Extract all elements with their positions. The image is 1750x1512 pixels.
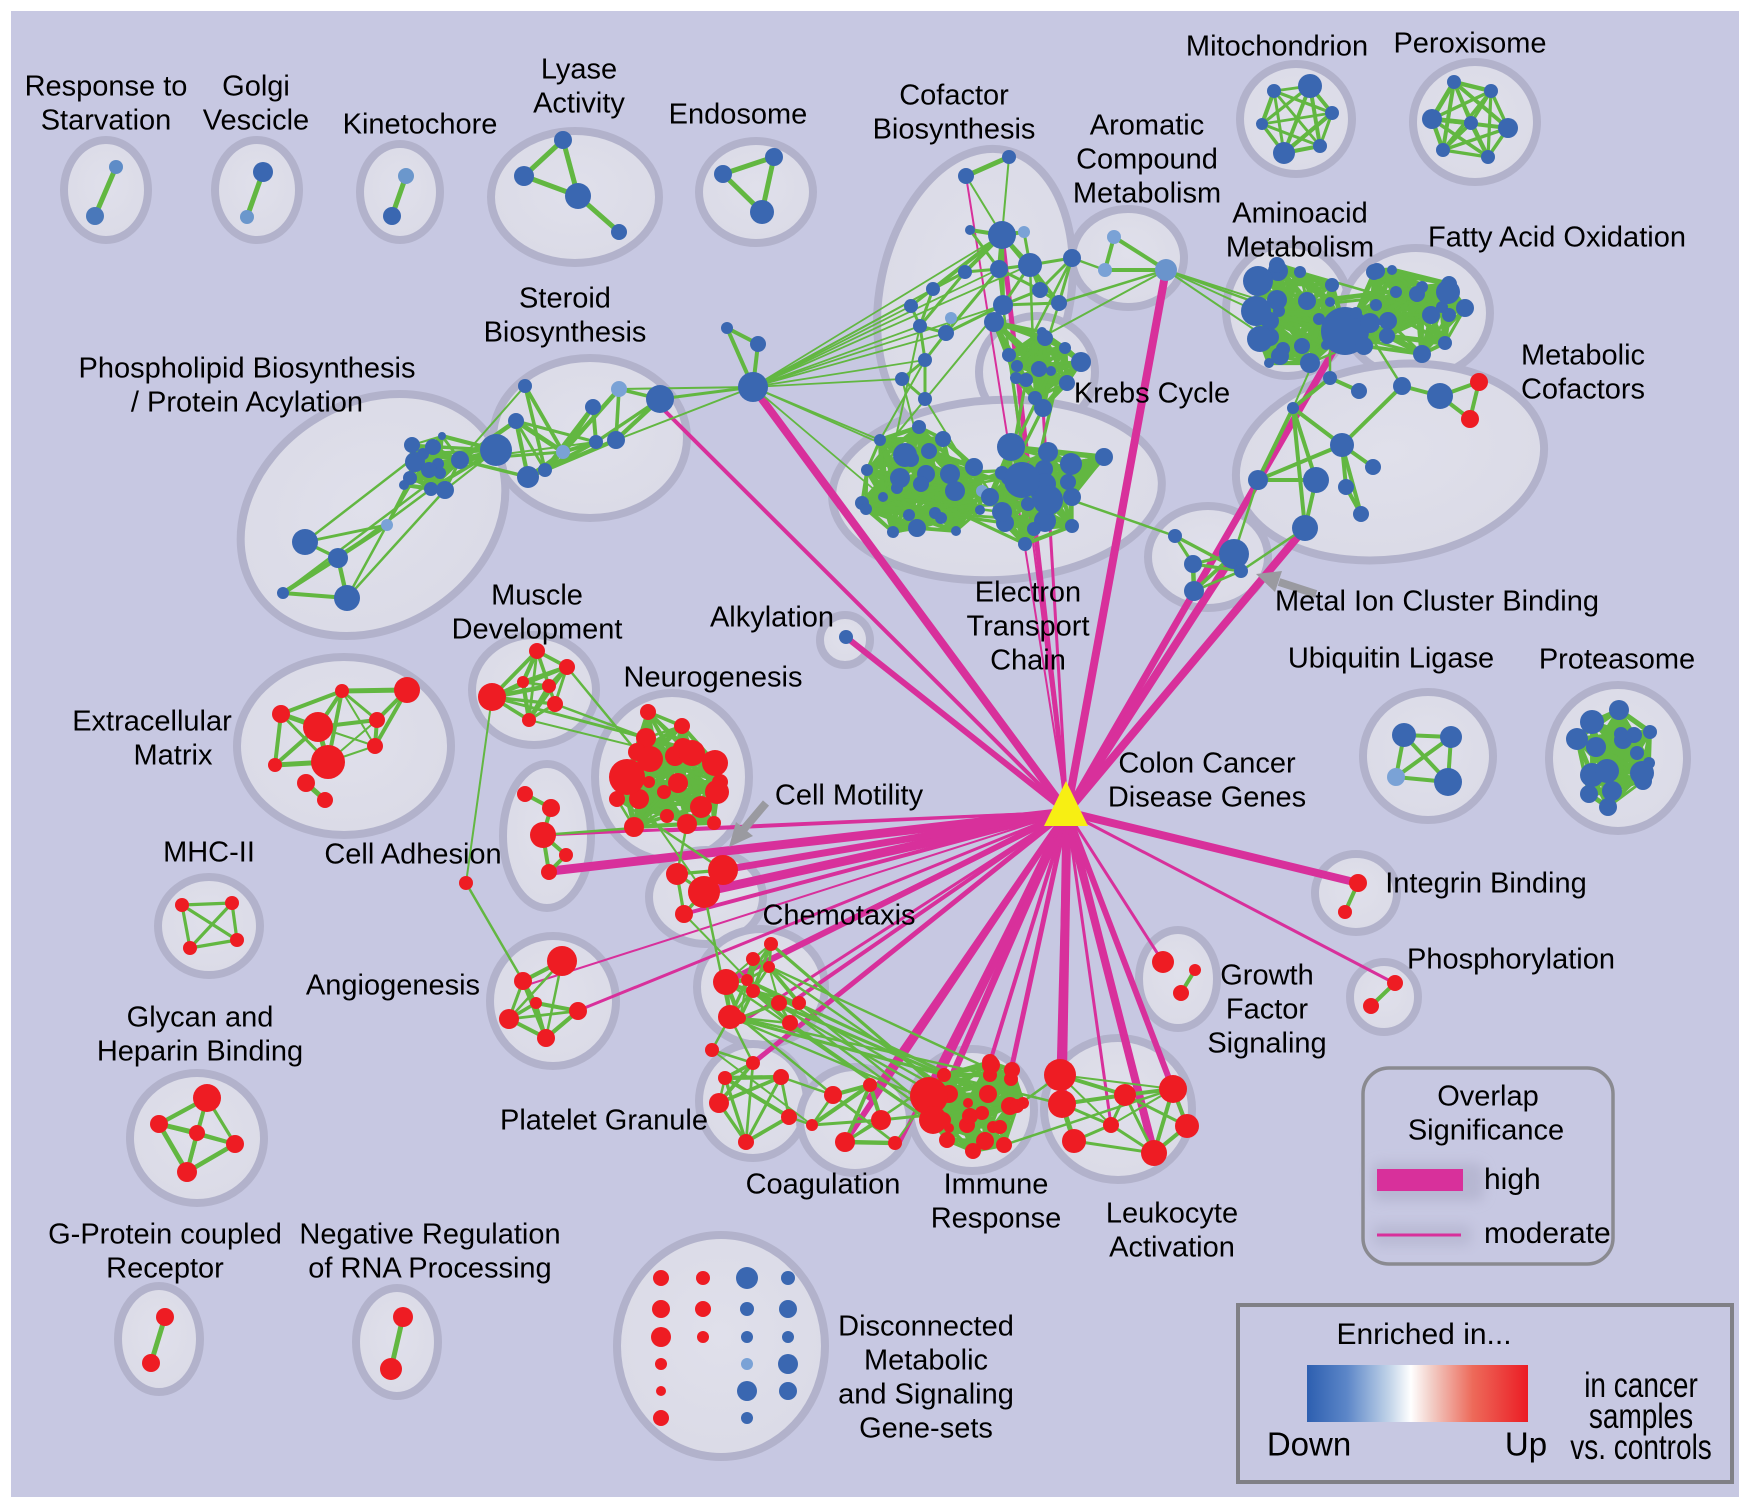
svg-text:Integrin Binding: Integrin Binding <box>1385 868 1587 900</box>
svg-text:moderate: moderate <box>1484 1217 1611 1250</box>
svg-text:Peroxisome: Peroxisome <box>1393 28 1546 60</box>
svg-text:Fatty Acid Oxidation: Fatty Acid Oxidation <box>1428 222 1686 254</box>
svg-text:Colon Cancer: Colon Cancer <box>1118 748 1296 780</box>
svg-text:in cancer: in cancer <box>1584 1365 1698 1405</box>
svg-text:Negative Regulation: Negative Regulation <box>299 1219 560 1251</box>
svg-text:Vescicle: Vescicle <box>203 105 309 137</box>
svg-text:Cell Adhesion: Cell Adhesion <box>324 839 501 871</box>
svg-text:Overlap: Overlap <box>1437 1081 1539 1113</box>
svg-text:Metabolic: Metabolic <box>1521 340 1645 372</box>
svg-text:Platelet Granule: Platelet Granule <box>500 1105 708 1137</box>
svg-text:Kinetochore: Kinetochore <box>343 109 498 141</box>
svg-text:Coagulation: Coagulation <box>746 1169 901 1201</box>
svg-text:Angiogenesis: Angiogenesis <box>306 970 480 1002</box>
svg-text:Leukocyte: Leukocyte <box>1106 1198 1238 1230</box>
svg-text:Neurogenesis: Neurogenesis <box>624 662 803 694</box>
svg-text:Extracellular: Extracellular <box>72 706 232 738</box>
svg-text:/ Protein Acylation: / Protein Acylation <box>131 387 363 419</box>
svg-text:Response: Response <box>931 1203 1062 1235</box>
svg-text:of RNA Processing: of RNA Processing <box>308 1253 551 1285</box>
svg-text:and Signaling: and Signaling <box>838 1379 1014 1411</box>
svg-text:Steroid: Steroid <box>519 283 611 315</box>
svg-text:Cofactors: Cofactors <box>1521 374 1645 406</box>
svg-text:Signaling: Signaling <box>1207 1028 1326 1060</box>
svg-text:Biosynthesis: Biosynthesis <box>873 114 1036 146</box>
svg-text:Proteasome: Proteasome <box>1539 644 1695 676</box>
svg-text:Krebs Cycle: Krebs Cycle <box>1074 378 1230 410</box>
svg-text:Receptor: Receptor <box>106 1253 224 1285</box>
svg-text:Factor: Factor <box>1226 994 1309 1026</box>
svg-text:MHC-II: MHC-II <box>163 837 255 869</box>
svg-text:Immune: Immune <box>944 1169 1049 1201</box>
svg-text:high: high <box>1484 1163 1541 1196</box>
svg-text:Matrix: Matrix <box>134 740 213 772</box>
svg-text:Gene-sets: Gene-sets <box>859 1413 993 1445</box>
svg-text:Mitochondrion: Mitochondrion <box>1186 31 1368 63</box>
svg-text:Cofactor: Cofactor <box>899 80 1009 112</box>
svg-text:Starvation: Starvation <box>41 105 172 137</box>
svg-text:Phosphorylation: Phosphorylation <box>1407 944 1615 976</box>
svg-text:Phospholipid Biosynthesis: Phospholipid Biosynthesis <box>79 353 416 385</box>
svg-text:Golgi: Golgi <box>222 71 290 103</box>
svg-text:Chemotaxis: Chemotaxis <box>762 900 915 932</box>
svg-text:Biosynthesis: Biosynthesis <box>484 317 647 349</box>
svg-text:Muscle: Muscle <box>491 580 583 612</box>
svg-text:Metabolism: Metabolism <box>1226 232 1374 264</box>
svg-text:Aromatic: Aromatic <box>1090 110 1204 142</box>
svg-text:Disconnected: Disconnected <box>838 1311 1014 1343</box>
svg-text:Glycan and: Glycan and <box>127 1002 274 1034</box>
svg-text:Lyase: Lyase <box>541 54 617 86</box>
svg-text:Alkylation: Alkylation <box>710 602 834 634</box>
svg-text:Significance: Significance <box>1408 1115 1564 1147</box>
svg-text:Heparin Binding: Heparin Binding <box>97 1036 303 1068</box>
svg-text:Growth: Growth <box>1220 960 1313 992</box>
svg-text:Activity: Activity <box>533 88 625 120</box>
svg-text:Endosome: Endosome <box>669 99 808 131</box>
svg-text:Metabolism: Metabolism <box>1073 178 1221 210</box>
svg-text:Metabolic: Metabolic <box>864 1345 988 1377</box>
svg-text:Down: Down <box>1267 1426 1351 1463</box>
svg-text:Disease Genes: Disease Genes <box>1108 782 1306 814</box>
svg-text:Response to: Response to <box>25 71 188 103</box>
svg-text:Transport: Transport <box>966 611 1089 643</box>
svg-text:Activation: Activation <box>1109 1232 1235 1264</box>
svg-text:Cell Motility: Cell Motility <box>775 780 924 812</box>
svg-text:Electron: Electron <box>975 577 1081 609</box>
svg-text:Enriched in...: Enriched in... <box>1336 1318 1511 1351</box>
svg-text:samples: samples <box>1589 1396 1693 1436</box>
svg-text:Up: Up <box>1505 1426 1547 1463</box>
svg-text:Aminoacid: Aminoacid <box>1232 198 1367 230</box>
svg-text:Chain: Chain <box>990 645 1066 677</box>
svg-text:Metal Ion Cluster Binding: Metal Ion Cluster Binding <box>1275 586 1599 618</box>
svg-text:Development: Development <box>452 614 623 646</box>
svg-text:Compound: Compound <box>1076 144 1218 176</box>
svg-text:G-Protein coupled: G-Protein coupled <box>48 1219 282 1251</box>
svg-text:Ubiquitin Ligase: Ubiquitin Ligase <box>1288 643 1494 675</box>
svg-text:vs. controls: vs. controls <box>1570 1427 1712 1467</box>
